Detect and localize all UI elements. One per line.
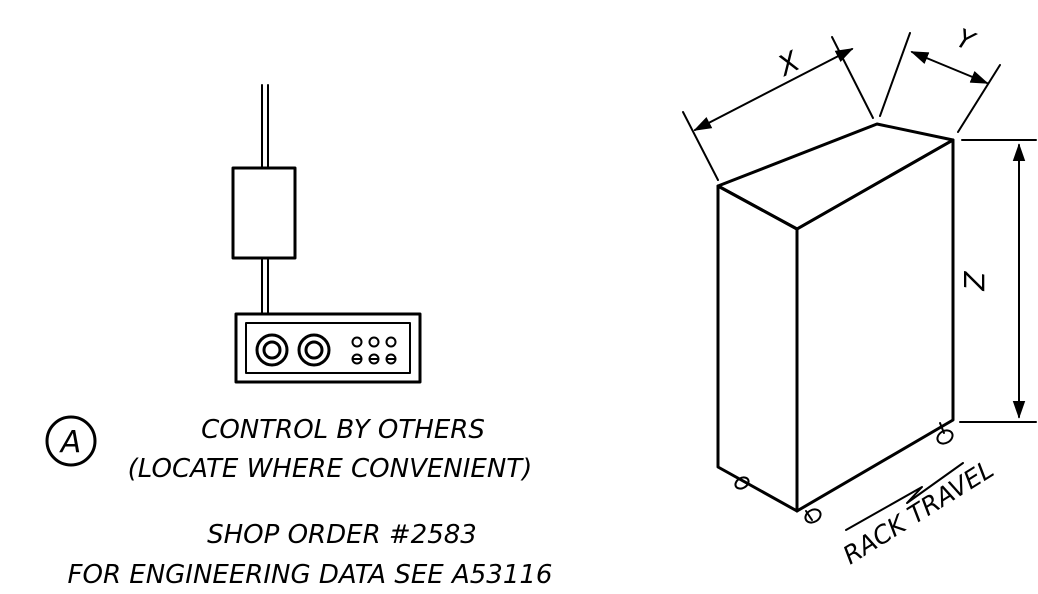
callout-letter: A <box>59 425 82 460</box>
pendant-panel-inner <box>245 322 411 374</box>
z-dimension-label: Z <box>958 271 991 292</box>
x-dimension-line <box>693 48 854 131</box>
y-extension-left <box>879 32 911 117</box>
y-dimension-label: Y <box>952 24 980 59</box>
button-icon <box>351 336 363 348</box>
callout-line-1: CONTROL BY OTHERS <box>201 415 485 445</box>
pendant-panel-outer <box>234 312 422 384</box>
x-dimension-label: X <box>771 44 806 83</box>
caster-stem <box>939 422 945 434</box>
shop-order-note: SHOP ORDER #2583 <box>207 520 477 550</box>
engineering-data-note: FOR ENGINEERING DATA SEE A53116 <box>68 560 553 590</box>
dimension-x: X <box>682 36 874 181</box>
y-extension-right <box>957 64 1001 133</box>
caster-icon <box>936 429 954 445</box>
rack-side-face <box>795 138 955 513</box>
knob-inner-icon <box>262 340 282 360</box>
knob-inner-icon <box>304 340 324 360</box>
rack-front-face <box>716 184 799 513</box>
rack-top-face <box>716 122 955 231</box>
y-dimension-line <box>910 51 989 84</box>
knob-icon <box>255 333 289 367</box>
caster-icon <box>804 508 822 524</box>
callout-circle <box>45 415 97 467</box>
travel-arrow-icon <box>845 462 964 531</box>
dimension-z: Z <box>958 139 1037 423</box>
x-extension-left <box>682 111 719 181</box>
button-icon <box>385 336 397 348</box>
caster-stem <box>805 510 813 521</box>
rack-isometric <box>716 122 955 524</box>
callout-marker: A <box>45 415 97 467</box>
callout-line-2: (LOCATE WHERE CONVENIENT) <box>128 454 533 484</box>
control-station <box>231 84 422 384</box>
button-icon <box>368 336 380 348</box>
caster-icon <box>734 476 750 490</box>
knob-icon <box>297 333 331 367</box>
dimension-y: Y <box>879 24 1001 133</box>
control-enclosure <box>231 166 297 260</box>
